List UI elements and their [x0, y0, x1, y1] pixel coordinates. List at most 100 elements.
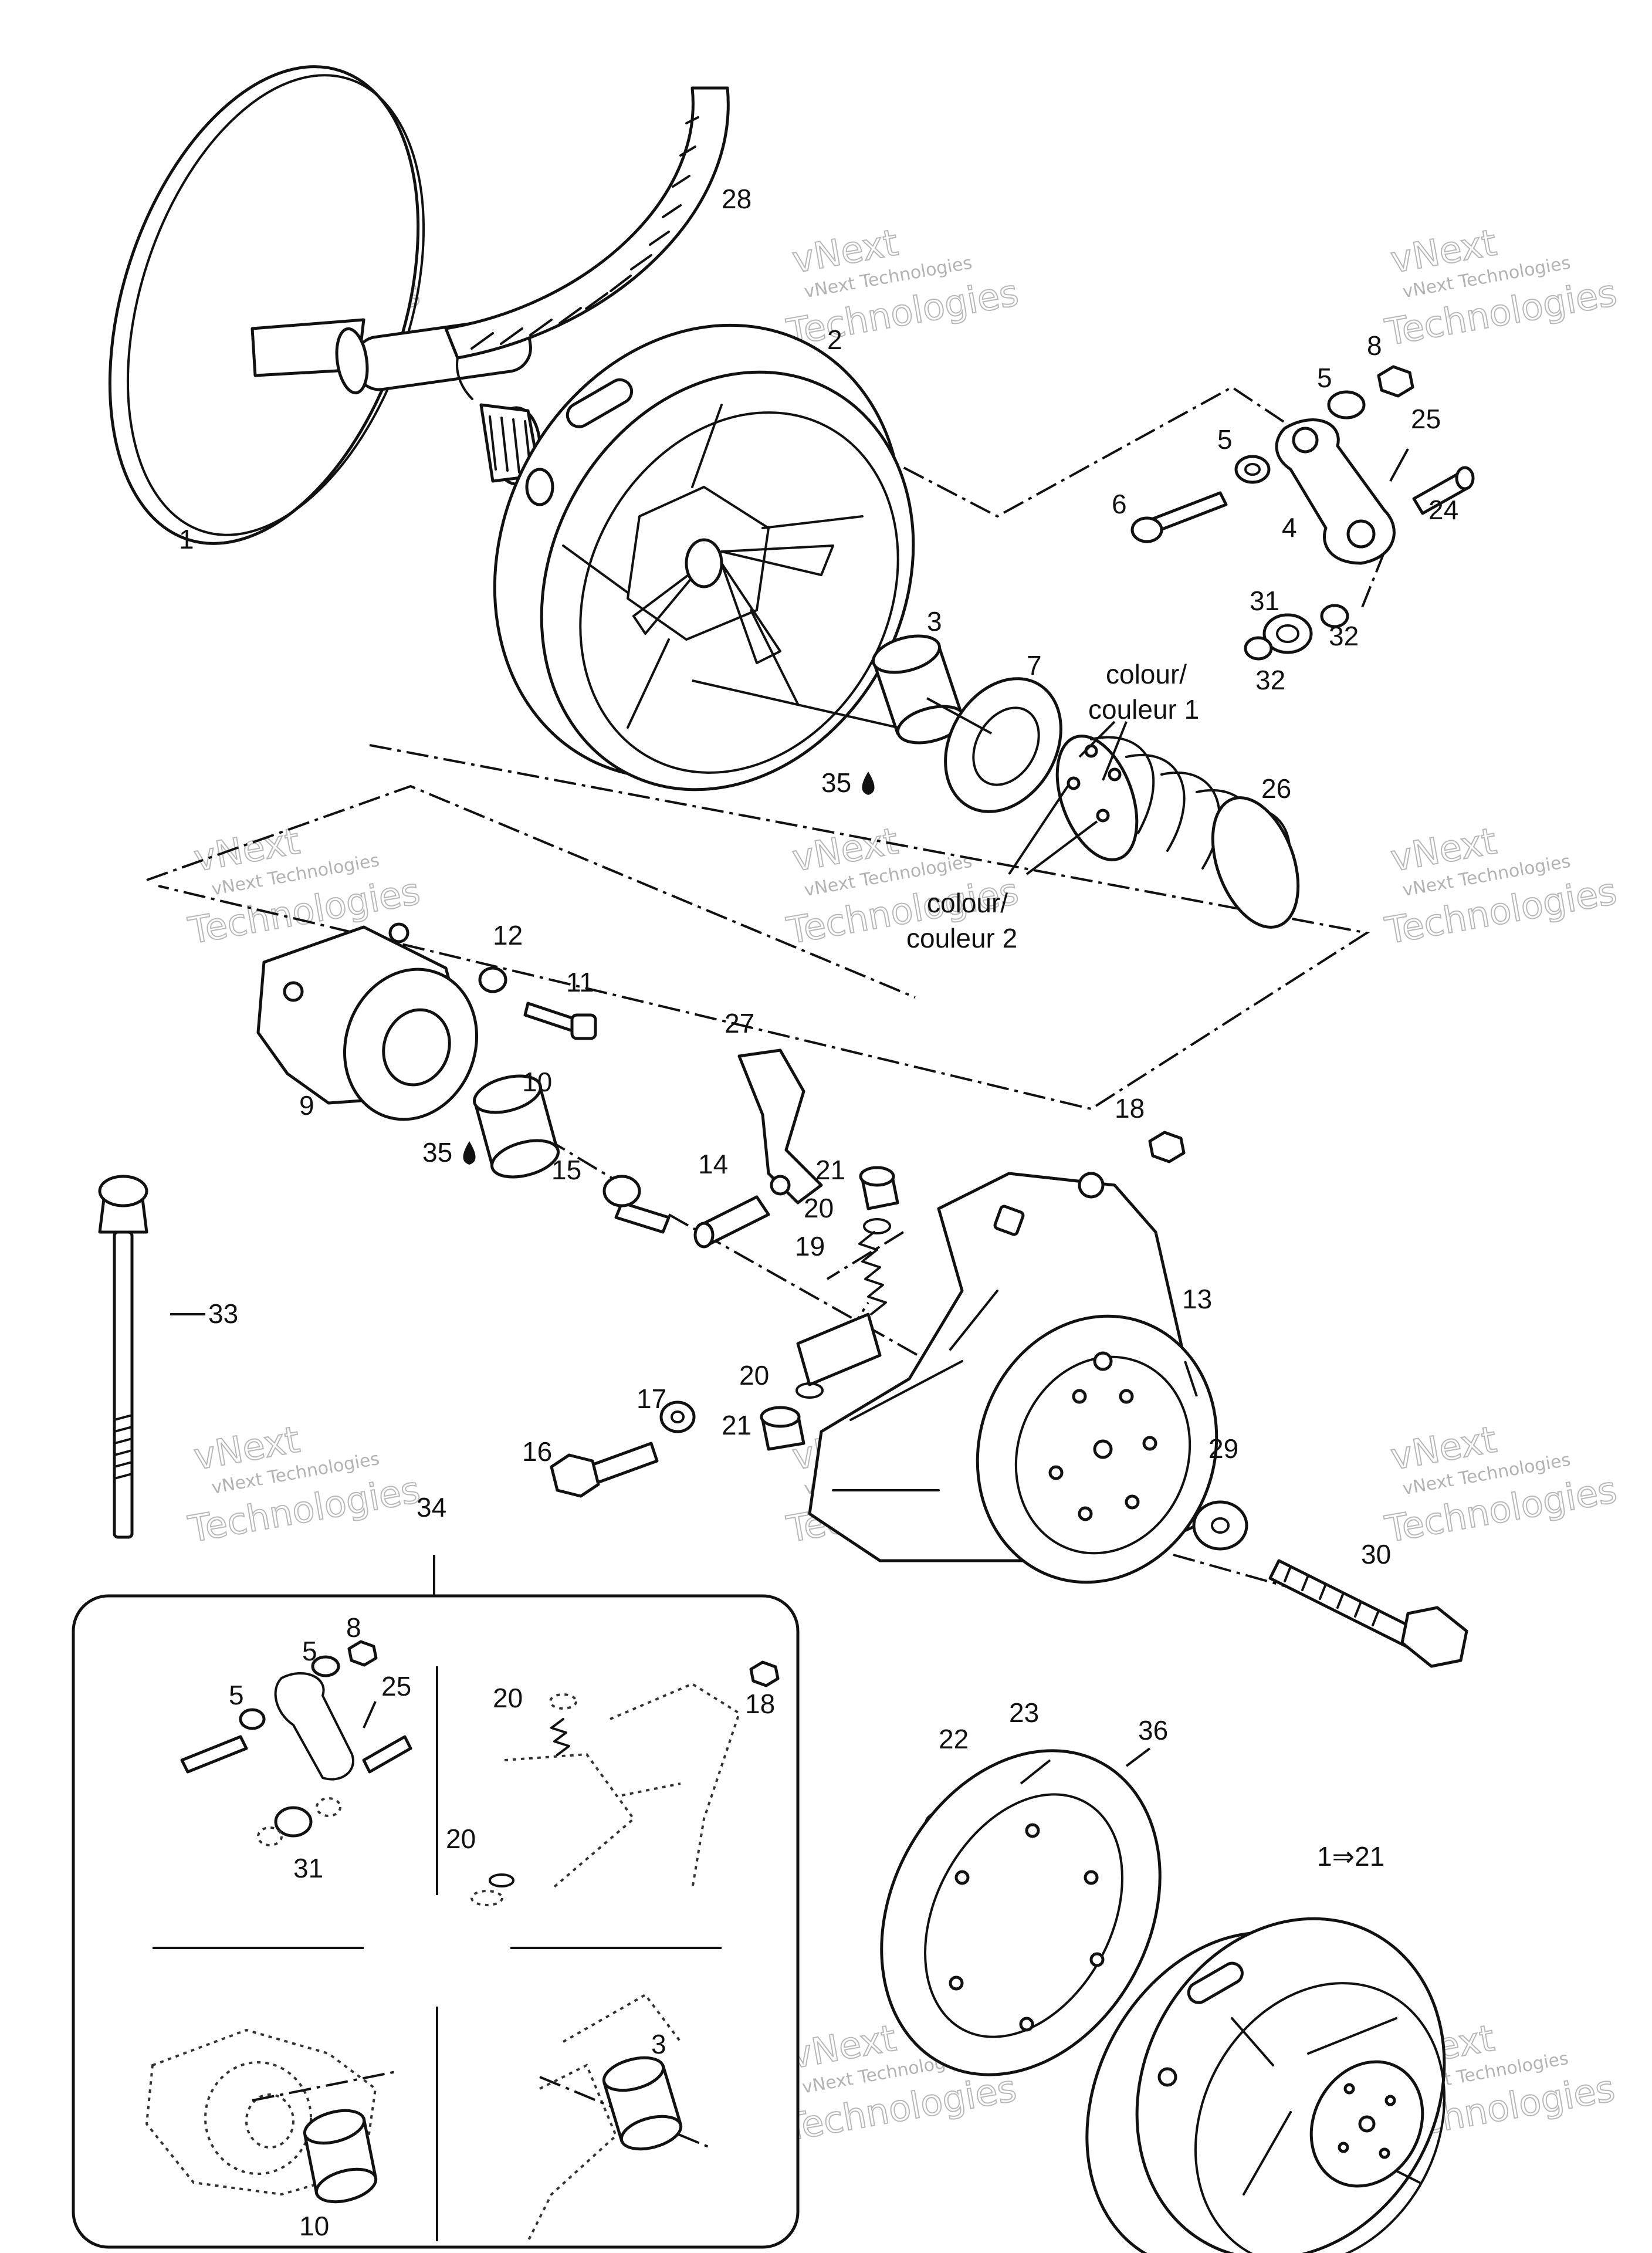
- part-25-pin: [1389, 448, 1409, 482]
- inset-q4-bushing-install: [527, 1993, 710, 2242]
- watermark-low-right: vNext vNext Technologies Technologies: [1381, 1417, 1620, 1551]
- part-3-bushing: [872, 634, 966, 745]
- part-36-sheave-ring: [880, 1749, 1162, 2076]
- watermark-mid-right: vNext vNext Technologies Technologies: [1381, 818, 1620, 953]
- oil-drop-icon: [862, 772, 875, 795]
- colour-2-line-1: colour/: [927, 888, 1008, 918]
- part-20-o-ring-upper: [863, 1218, 891, 1234]
- callout-16: 16: [522, 1436, 552, 1467]
- inset-callout-labels: 8 5 5 25 31 20 20 18 10 3: [229, 1612, 775, 2241]
- part-29-washer: [1192, 1500, 1248, 1551]
- part-7-washer: [944, 677, 1062, 813]
- callout-26: 26: [1261, 773, 1291, 804]
- part-16-bolt: [550, 1442, 659, 1498]
- inset-callout-8: 8: [346, 1612, 361, 1643]
- oil-drop-icon: [463, 1141, 476, 1165]
- callout-5-lower: 5: [1217, 424, 1233, 455]
- callout-3: 3: [927, 606, 942, 637]
- part-15-bolt: [602, 1175, 671, 1234]
- callout-35-upper: 35: [821, 767, 851, 798]
- part-30-bolt: [1268, 1559, 1468, 1668]
- part-1-fixed-sheave: [108, 65, 541, 545]
- part-32-washers: [1244, 604, 1349, 661]
- part-31-roller: [1262, 613, 1313, 654]
- callout-22: 22: [939, 1724, 969, 1754]
- part-27-cam-arm: [737, 1048, 823, 1205]
- watermark-mid-left: vNext vNext Technologies Technologies: [184, 818, 424, 953]
- part-9-sliding-hub: [256, 922, 479, 1121]
- callout-10: 10: [522, 1067, 552, 1097]
- callout-32-right: 32: [1329, 621, 1359, 651]
- part-12-washer: [478, 966, 507, 993]
- callout-29: 29: [1208, 1433, 1238, 1464]
- inset-callout-5-lower: 5: [229, 1680, 244, 1710]
- callout-13: 13: [1182, 1284, 1212, 1314]
- callout-15: 15: [551, 1155, 581, 1185]
- callout-35-lower: 35: [422, 1137, 452, 1168]
- callout-32-left: 32: [1255, 665, 1285, 695]
- callout-31: 31: [1250, 586, 1279, 616]
- part-24-roller-pin: [1412, 466, 1475, 515]
- inset-q3-bushing-detail: [145, 2028, 400, 2204]
- inset-callout-5-upper: 5: [302, 1636, 317, 1666]
- callout-6: 6: [1112, 489, 1127, 519]
- part-13-spider-housing: [796, 1172, 1218, 1584]
- callout-18: 18: [1115, 1093, 1145, 1124]
- callout-20-upper: 20: [804, 1193, 834, 1223]
- callout-5-upper: 5: [1317, 363, 1332, 393]
- inset-q1-lever-assembly: [180, 1640, 412, 1846]
- callout-28: 28: [722, 184, 751, 214]
- callout-27: 27: [725, 1008, 754, 1038]
- callout-33: 33: [208, 1298, 238, 1329]
- part-19-spring: [858, 1231, 887, 1315]
- callout-36: 36: [1138, 1715, 1168, 1745]
- inset-callout-20-lower: 20: [446, 1824, 476, 1854]
- inset-34-frame: [72, 1555, 800, 2249]
- watermark-top-center: vNext vNext Technologies Technologies: [783, 220, 1022, 354]
- colour-2-line-2: couleur 2: [906, 923, 1017, 953]
- colour-notes: colour/ couleur 1 colour/ couleur 2: [906, 659, 1199, 953]
- part-1-21-complete-pulley: [1085, 1917, 1446, 2253]
- part-2-governor-cup: [493, 323, 915, 791]
- part-8-nut: [1377, 365, 1414, 398]
- watermark-top-right: vNext vNext Technologies Technologies: [1381, 220, 1620, 354]
- callout-7: 7: [1027, 650, 1042, 681]
- inset-callout-3: 3: [651, 2029, 666, 2059]
- callout-30: 30: [1361, 1539, 1391, 1569]
- part-28-drive-belt: [444, 86, 730, 400]
- colour-1-line-1: colour/: [1106, 659, 1187, 689]
- callout-14: 14: [698, 1149, 728, 1179]
- part-4-lever-arm: [1275, 418, 1396, 565]
- part-10-bushing: [473, 1074, 560, 1179]
- callout-1-to-21: 1⇒21: [1317, 1841, 1384, 1872]
- callout-21-upper: 21: [815, 1155, 845, 1185]
- part-11-screw: [523, 1002, 597, 1040]
- callout-11: 11: [566, 967, 594, 997]
- colour-1-line-2: couleur 1: [1088, 694, 1199, 725]
- callout-20-lower: 20: [739, 1360, 769, 1391]
- inset-callout-10: 10: [299, 2211, 329, 2241]
- part-6-pivot-bolt: [1130, 491, 1228, 543]
- callout-4: 4: [1282, 512, 1297, 543]
- part-21-cap-upper: [859, 1166, 899, 1210]
- inset-callout-18: 18: [745, 1689, 775, 1719]
- part-33-puller-bolt: [98, 1175, 148, 1539]
- callout-19: 19: [795, 1231, 825, 1261]
- inset-callout-31: 31: [293, 1853, 323, 1883]
- callout-21-lower: 21: [722, 1410, 751, 1440]
- part-14-pin: [693, 1195, 770, 1249]
- part-20-o-ring-lower: [795, 1382, 824, 1399]
- inset-callout-20-upper: 20: [493, 1683, 523, 1713]
- inset-callout-25: 25: [381, 1671, 411, 1701]
- part-5-washer-lower: [1234, 455, 1271, 484]
- callout-17: 17: [637, 1383, 666, 1414]
- callout-9: 9: [299, 1090, 314, 1121]
- callout-12: 12: [493, 920, 523, 950]
- part-5-washer-upper: [1327, 390, 1366, 420]
- callout-2: 2: [827, 324, 842, 355]
- callout-labels: 1 28 2 8 5 25 5 6 4 24 31 32 32 3 7 35 2…: [179, 184, 1458, 1872]
- callout-34: 34: [417, 1492, 446, 1523]
- callout-24: 24: [1428, 495, 1458, 525]
- callout-1: 1: [179, 524, 194, 554]
